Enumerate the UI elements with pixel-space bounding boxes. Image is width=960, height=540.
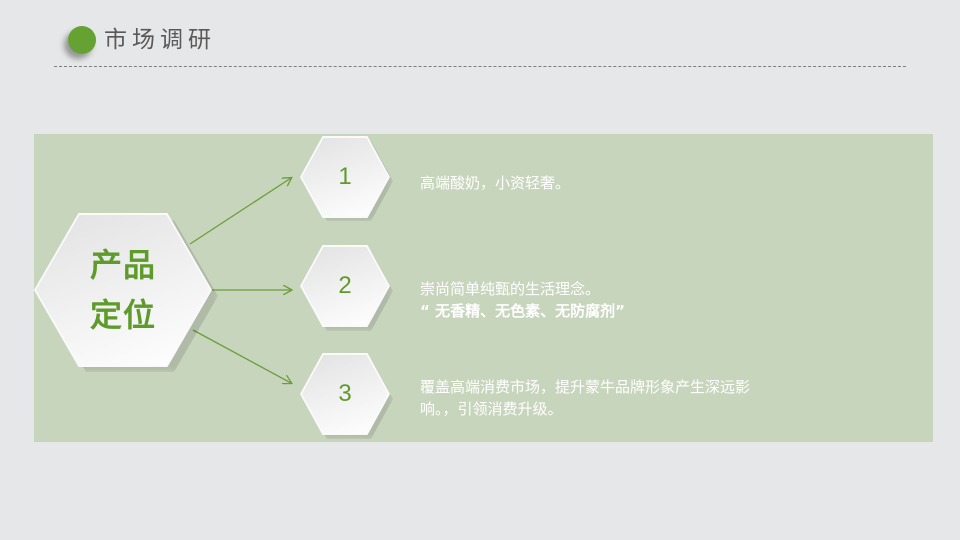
item-number: 1 — [338, 163, 352, 190]
item-3-description: 覆盖高端消费市场，提升蒙牛品牌形象产生深远影 响。，引领消费升级。 — [420, 376, 750, 420]
center-hex-line2: 定位 — [89, 296, 156, 334]
center-hex-line1: 产品 — [89, 246, 156, 284]
item-number: 3 — [338, 380, 352, 407]
item-1-line1: 高端酸奶，小资轻奢。 — [420, 174, 571, 192]
item-number: 2 — [338, 272, 352, 299]
arrow-to-item-1 — [189, 178, 291, 245]
title-bullet-icon — [68, 26, 96, 54]
item-3-line1: 覆盖高端消费市场，提升蒙牛品牌形象产生深远影 — [420, 378, 751, 396]
number-hexagon-1: 1 — [300, 136, 390, 218]
title-divider — [54, 66, 906, 67]
arrow-to-item-3 — [192, 329, 291, 383]
item-2-line1: 崇尚简单纯甄的生活理念。 — [420, 280, 601, 298]
item-3-line2: 响。，引领消费升级。 — [420, 400, 563, 418]
item-2-description: 崇尚简单纯甄的生活理念。 “ 无香精、无色素、无防腐剂” — [420, 278, 625, 322]
page-title: 市场调研 — [104, 27, 216, 53]
item-2-line2: “ 无香精、无色素、无防腐剂” — [420, 302, 625, 320]
item-1-description: 高端酸奶，小资轻奢。 — [420, 172, 570, 194]
